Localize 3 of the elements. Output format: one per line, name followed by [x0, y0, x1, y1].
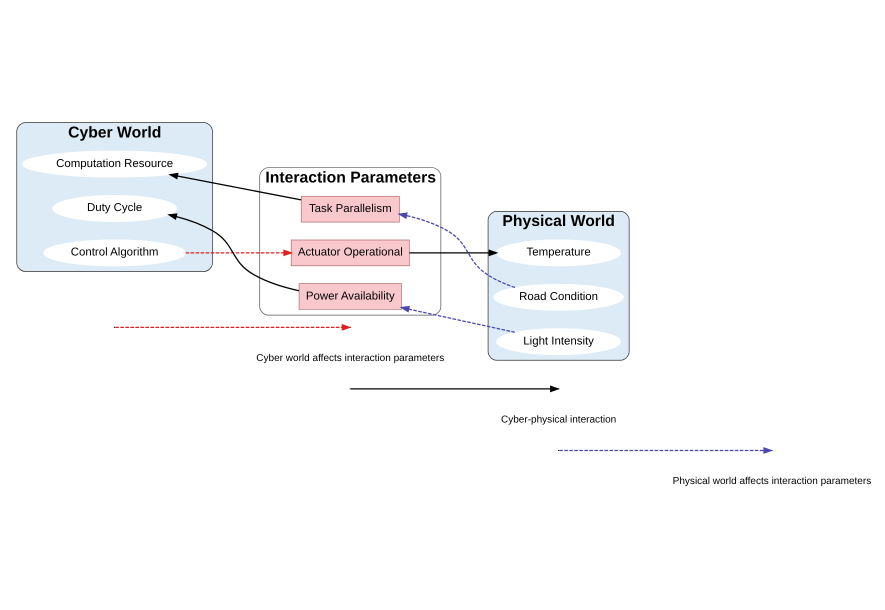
legend-label: Physical world affects interaction parameters	[672, 475, 872, 486]
legend-label: Cyber-physical interaction	[500, 414, 616, 425]
legend-label: Cyber world affects interaction parameters	[256, 352, 444, 364]
